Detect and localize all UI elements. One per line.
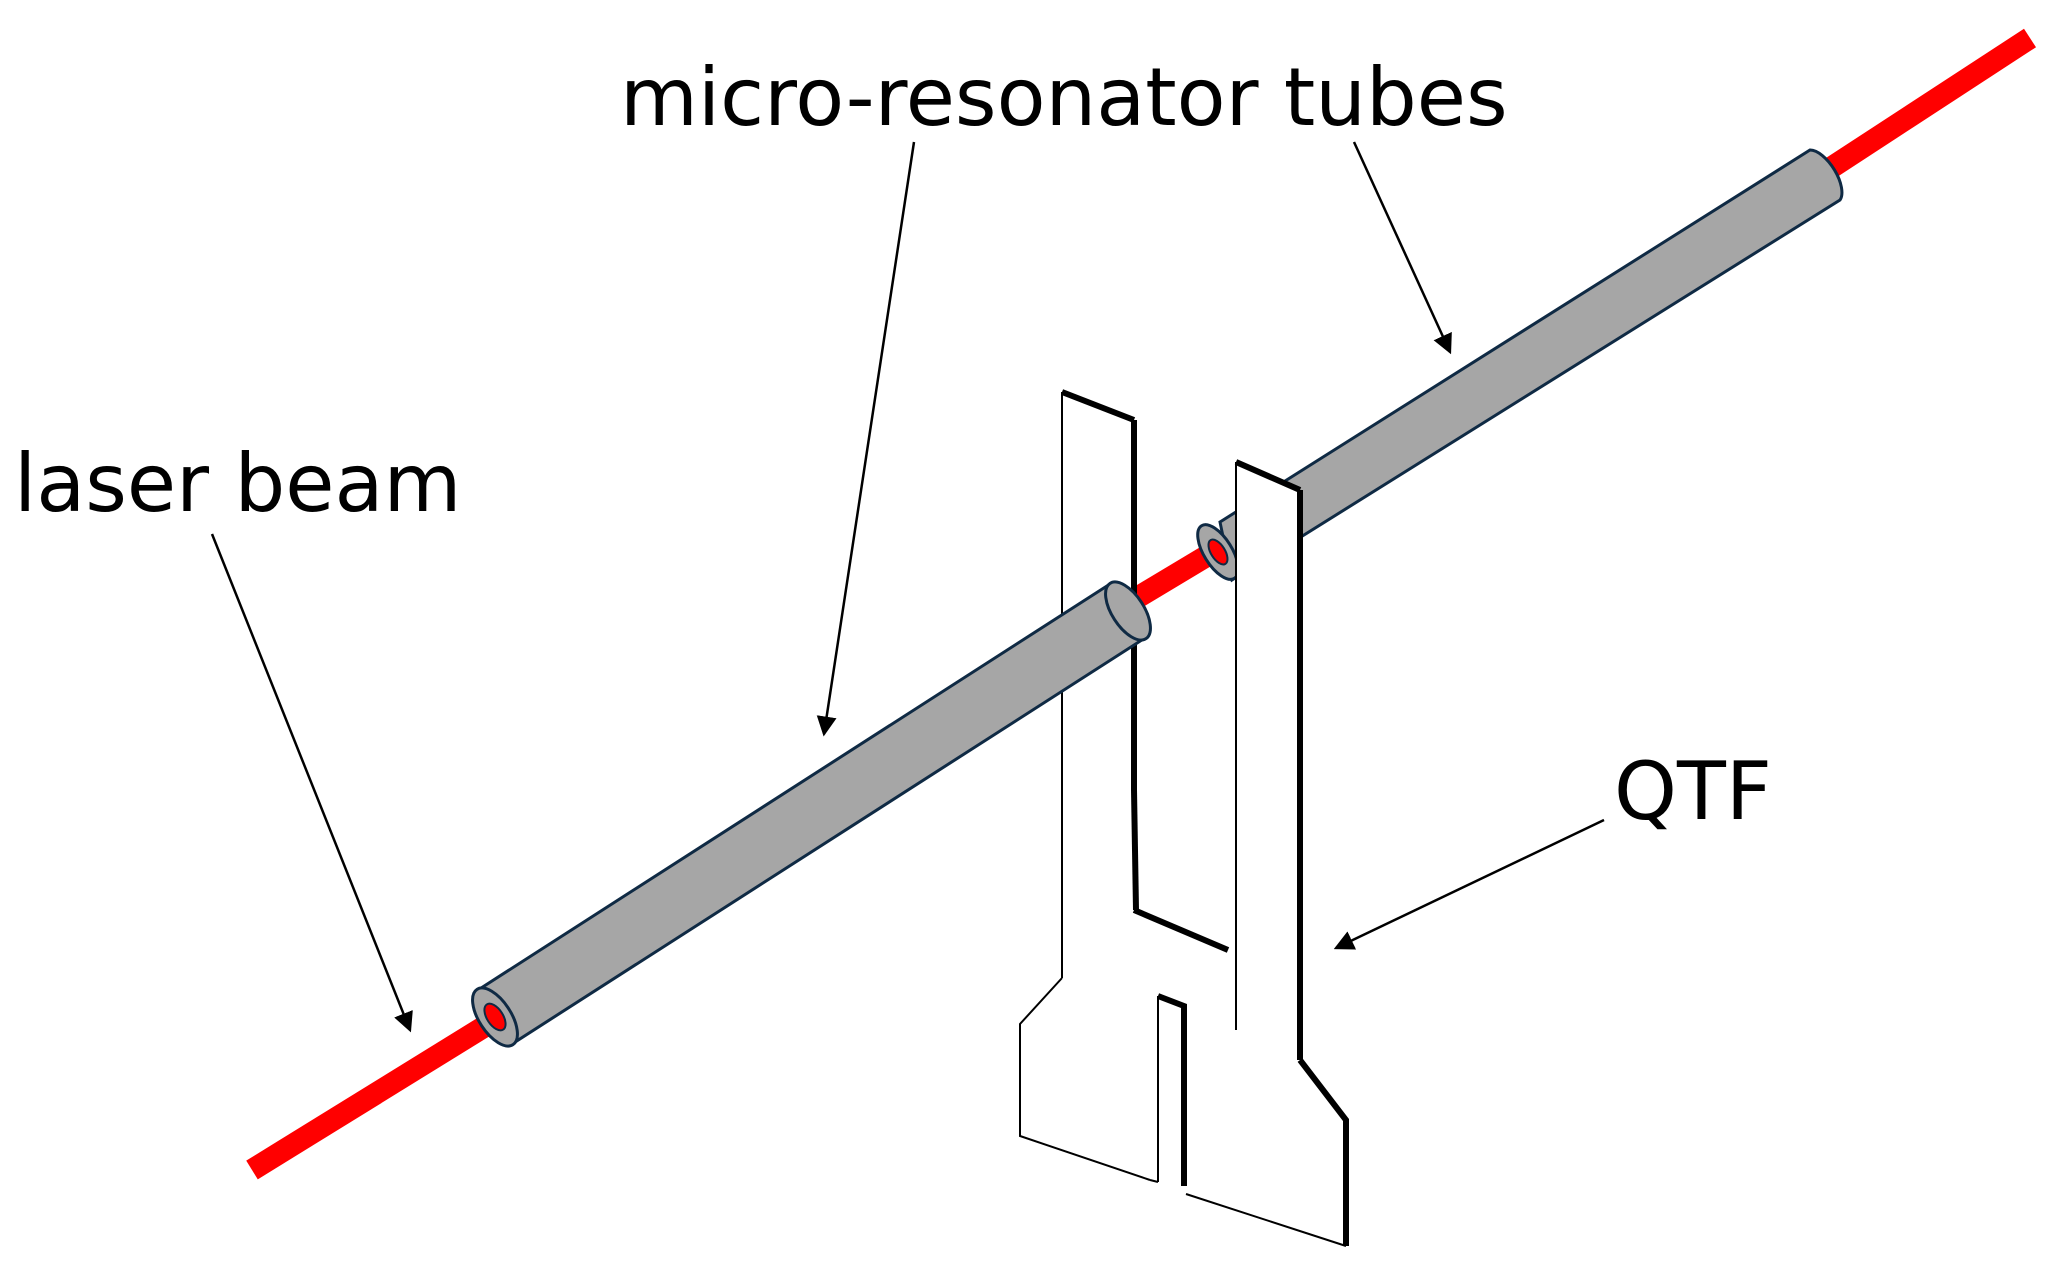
micro-resonator-tube-left [471, 580, 1152, 1048]
micro-resonator-tube-right [1196, 148, 1844, 583]
tube-left-inner-bore [483, 1002, 507, 1032]
label-micro-resonator-tubes: micro-resonator tubes [620, 51, 1508, 144]
label-qtf: QTF [1614, 745, 1772, 838]
annotation-arrows [210, 141, 1605, 1033]
tube-right-inner-bore [1207, 538, 1229, 566]
laser-beam-right-segment [1813, 28, 2037, 185]
arrow-tube-right [1352, 141, 1452, 355]
laser-beam-left-segment [246, 1002, 514, 1180]
arrow-tube-left [816, 141, 916, 737]
arrow-qtf [1333, 818, 1605, 950]
qtf-body [1019, 459, 1349, 1247]
tube-left-far-end-cap [1104, 580, 1152, 642]
label-laser-beam: laser beam [14, 437, 462, 530]
arrow-laser-beam [210, 533, 413, 1033]
